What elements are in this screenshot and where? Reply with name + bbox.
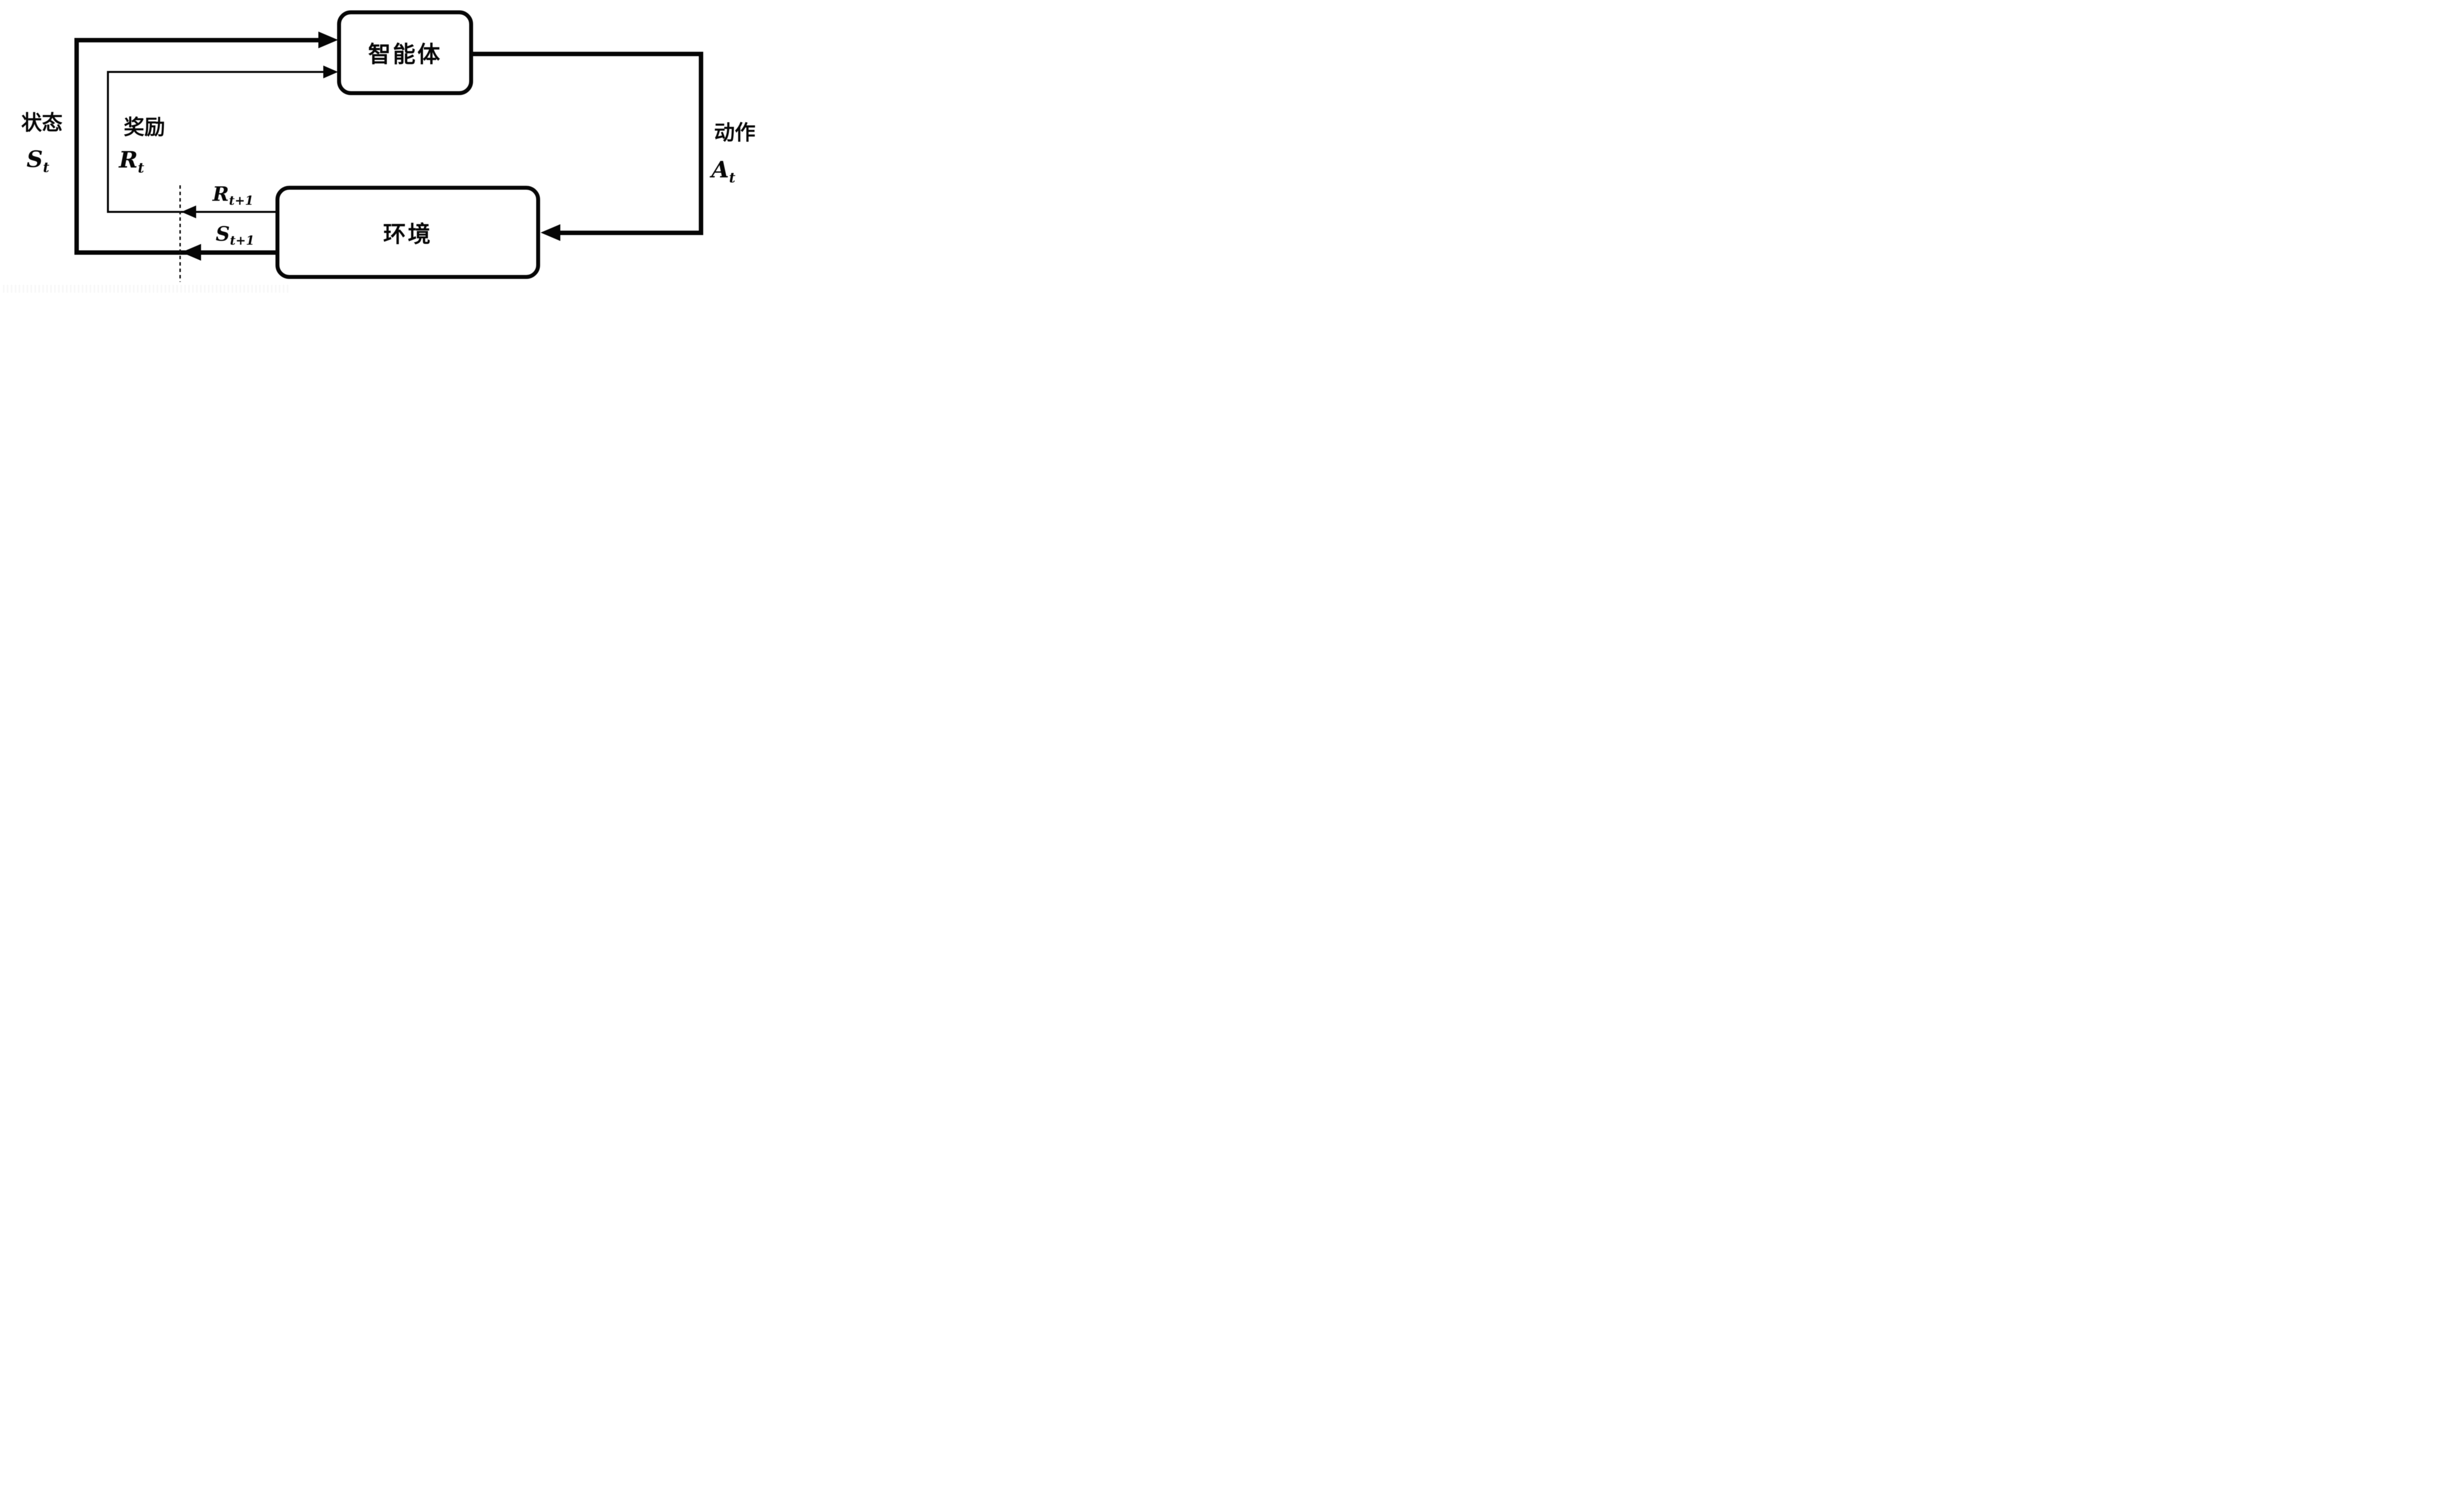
reward-arrowhead-icon xyxy=(323,66,338,78)
action-flow-line-right xyxy=(699,52,703,235)
state-flow-line-left xyxy=(74,38,79,255)
reward-symbol-base: R xyxy=(119,146,138,173)
next-state-symbol-subscript: t+1 xyxy=(230,233,255,248)
reward-symbol-subscript: t xyxy=(137,160,144,176)
next-state-arrowhead-icon xyxy=(181,244,201,261)
next-state-symbol-base: S xyxy=(215,222,230,246)
next-reward-symbol-subscript: t+1 xyxy=(229,193,254,208)
environment-node-label: 环境 xyxy=(383,221,433,247)
action-caption: 动作 xyxy=(714,122,756,145)
cutoff-caption-fragment xyxy=(3,285,289,293)
reward-symbol: Rt xyxy=(119,146,144,176)
rl-loop-diagram: 智能体 环境 状态 St 奖励 Rt 动作 At Rt+1 St+1 xyxy=(0,0,788,301)
action-arrowhead-icon xyxy=(541,224,560,241)
state-symbol-subscript: t xyxy=(43,159,50,175)
reward-flow-line-left xyxy=(107,71,109,213)
state-flow-line-top xyxy=(74,38,329,42)
next-reward-symbol-base: R xyxy=(212,182,229,206)
action-flow-line-bottom xyxy=(556,231,703,235)
action-flow-line-top xyxy=(471,52,703,56)
state-caption: 状态 xyxy=(21,112,63,135)
action-symbol: At xyxy=(712,156,736,186)
state-symbol-base: S xyxy=(26,146,43,172)
agent-node-label: 智能体 xyxy=(368,42,442,67)
time-step-boundary-dashed-line xyxy=(179,185,181,282)
next-state-symbol: St+1 xyxy=(216,223,255,248)
action-symbol-base: A xyxy=(711,156,729,183)
state-symbol: St xyxy=(27,146,49,175)
next-reward-arrowhead-icon xyxy=(181,205,196,218)
environment-node: 环境 xyxy=(275,186,540,279)
state-flow-line-bottom xyxy=(74,250,277,255)
reward-caption: 奖励 xyxy=(123,116,166,139)
next-reward-symbol: Rt+1 xyxy=(212,183,253,208)
reward-flow-line-top xyxy=(107,71,327,73)
agent-node: 智能体 xyxy=(337,10,473,95)
state-arrowhead-icon xyxy=(318,32,338,48)
action-symbol-subscript: t xyxy=(729,170,736,186)
